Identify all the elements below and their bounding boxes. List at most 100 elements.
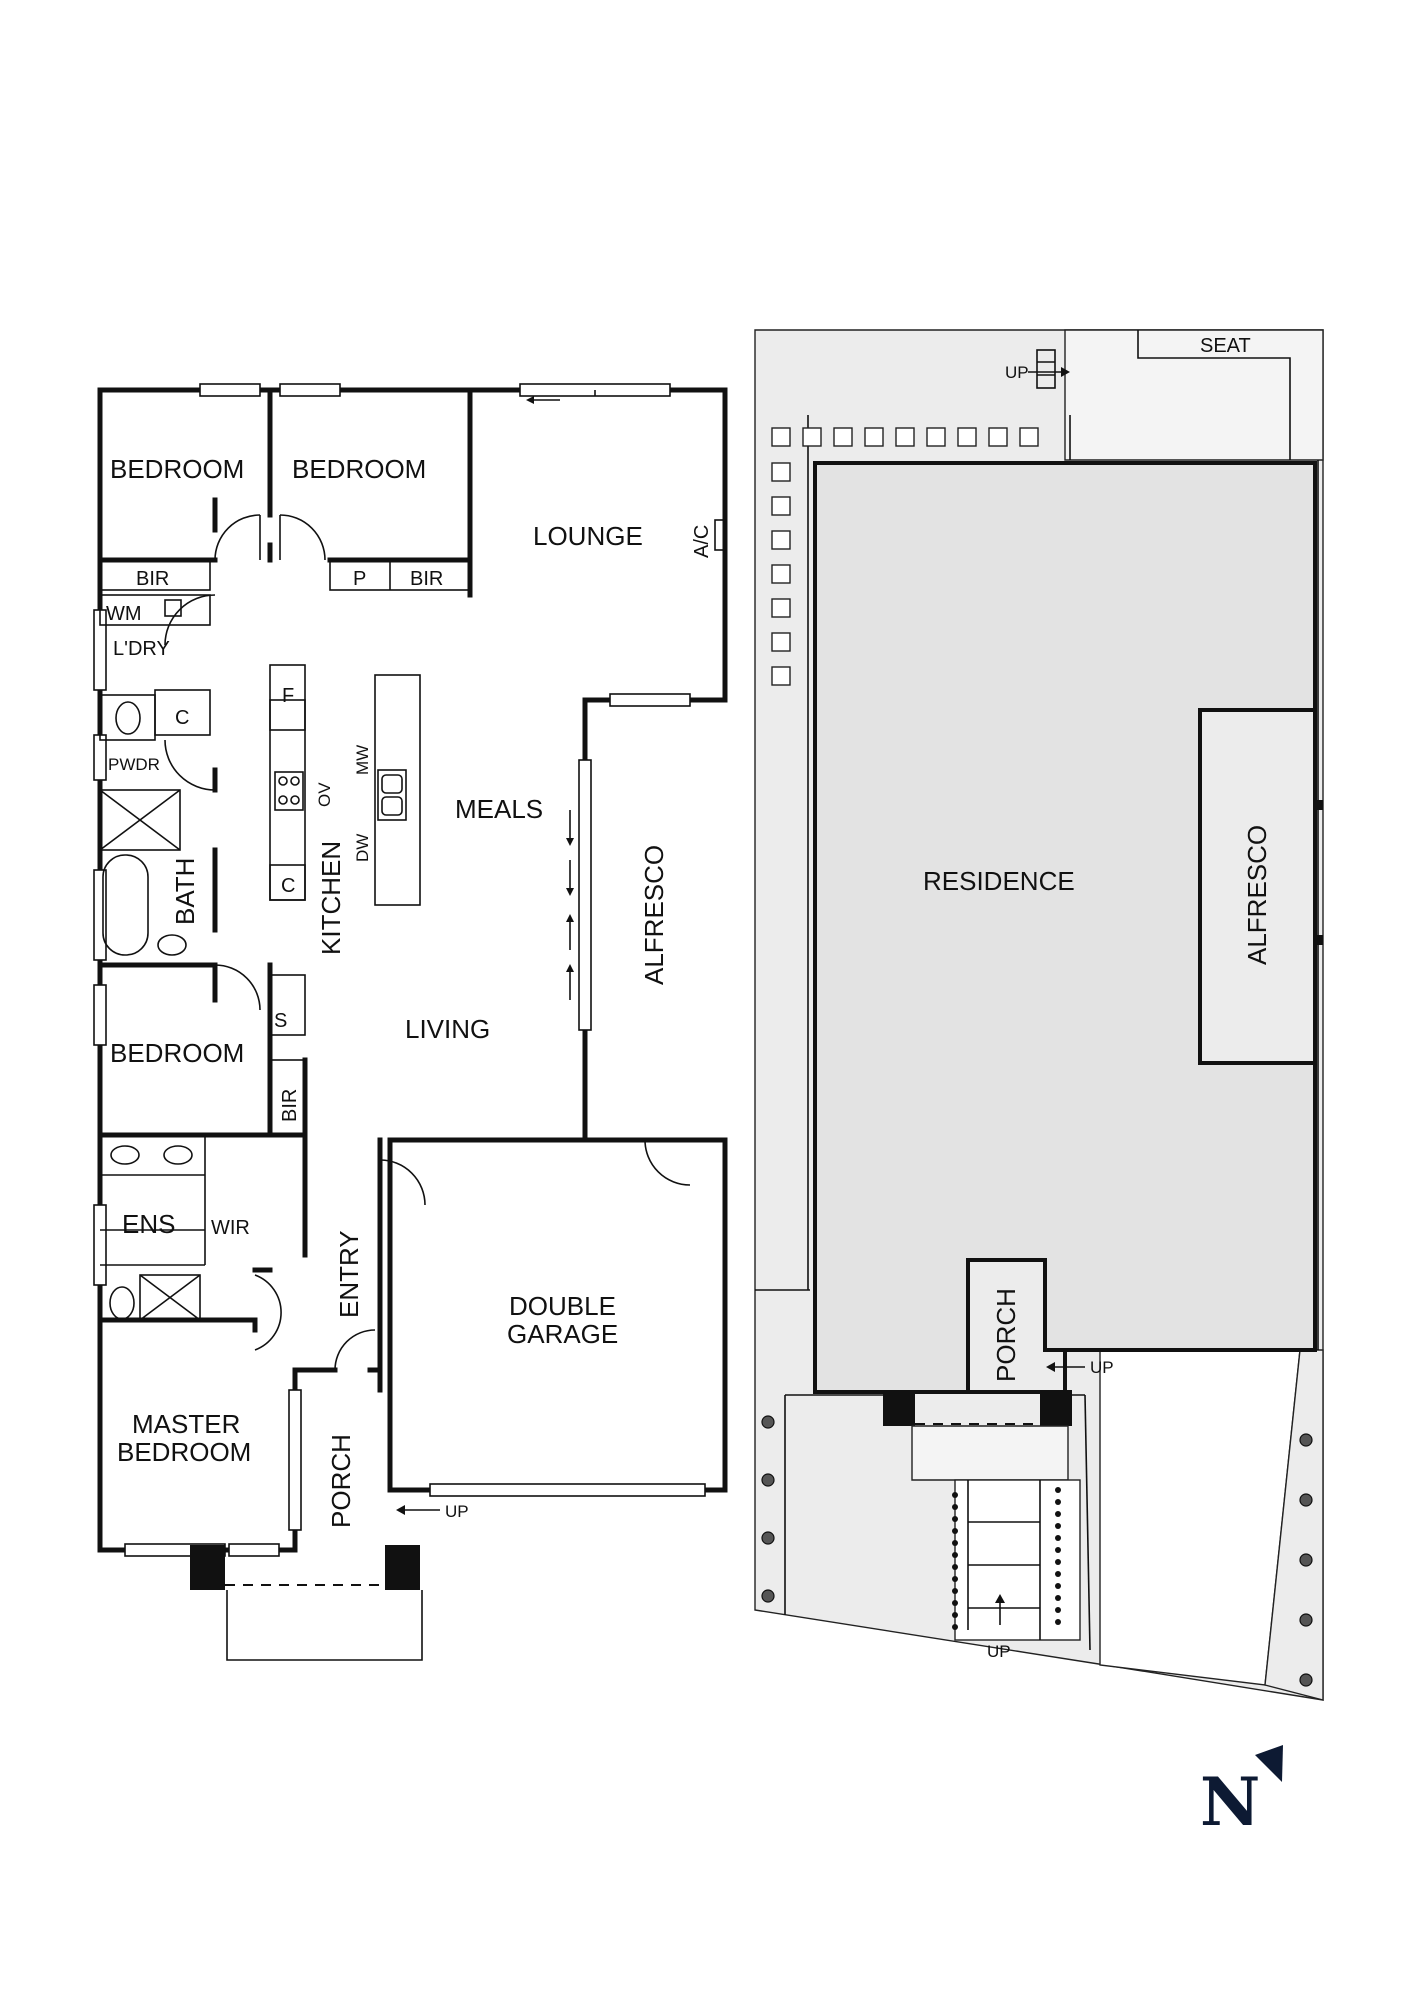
dot bbox=[952, 1516, 958, 1522]
room-label-bedroom-1: BEDROOM bbox=[110, 454, 244, 484]
paver bbox=[771, 496, 791, 516]
bollard bbox=[1299, 1433, 1313, 1447]
label-wir: WIR bbox=[211, 1217, 250, 1239]
paver bbox=[771, 427, 791, 447]
dot bbox=[952, 1588, 958, 1594]
paver bbox=[771, 564, 791, 584]
label-ac: A/C bbox=[691, 525, 713, 558]
label-wm: WM bbox=[106, 603, 142, 625]
dot bbox=[952, 1504, 958, 1510]
label-seat: SEAT bbox=[1200, 335, 1251, 357]
room-label-ensuite: ENS bbox=[122, 1209, 175, 1239]
door-swings bbox=[164, 514, 691, 1371]
room-label-bedroom-3: BEDROOM bbox=[110, 1038, 244, 1068]
room-label-bedroom-2: BEDROOM bbox=[292, 454, 426, 484]
label-up-porch: UP bbox=[1090, 1358, 1114, 1377]
bollard bbox=[1299, 1613, 1313, 1627]
bollard bbox=[761, 1531, 775, 1545]
room-label-kitchen: KITCHEN bbox=[316, 841, 346, 955]
dot bbox=[1055, 1547, 1061, 1553]
label-cupboard-2: C bbox=[281, 875, 295, 897]
dot bbox=[952, 1576, 958, 1582]
label-dishwasher: DW bbox=[353, 834, 372, 862]
label-bir-1: BIR bbox=[136, 568, 169, 590]
dot bbox=[952, 1564, 958, 1570]
dot bbox=[952, 1492, 958, 1498]
paver bbox=[771, 666, 791, 686]
label-up-top: UP bbox=[1005, 363, 1029, 382]
garden-dots bbox=[952, 1487, 1061, 1630]
site-plan bbox=[754, 329, 1324, 1701]
paver bbox=[957, 427, 977, 447]
dot bbox=[1055, 1499, 1061, 1505]
label-oven: OV bbox=[315, 782, 334, 807]
paver bbox=[926, 427, 946, 447]
dot bbox=[1055, 1583, 1061, 1589]
label-up: UP bbox=[445, 1502, 469, 1521]
floor-plan bbox=[93, 383, 728, 1661]
paver bbox=[864, 427, 884, 447]
room-label-living: LIVING bbox=[405, 1014, 490, 1044]
site-plan-labels: SEAT UP RESIDENCE ALFRESCO PORCH UP UP bbox=[923, 335, 1272, 1661]
paver bbox=[1019, 427, 1039, 447]
label-up-steps: UP bbox=[987, 1642, 1011, 1661]
sliding-door-arrows bbox=[566, 810, 574, 1000]
dot bbox=[1055, 1487, 1061, 1493]
paver bbox=[771, 598, 791, 618]
label-cupboard-1: C bbox=[175, 707, 189, 729]
pavers bbox=[771, 427, 1039, 686]
dot bbox=[1055, 1523, 1061, 1529]
dot bbox=[1055, 1619, 1061, 1625]
dot bbox=[1055, 1595, 1061, 1601]
dot bbox=[1055, 1571, 1061, 1577]
paver bbox=[802, 427, 822, 447]
room-label-meals: MEALS bbox=[455, 794, 543, 824]
bollard bbox=[761, 1415, 775, 1429]
room-label-master-1: MASTER bbox=[132, 1409, 240, 1439]
room-label-garage-1: DOUBLE bbox=[509, 1291, 616, 1321]
room-label-alfresco: ALFRESCO bbox=[639, 845, 669, 985]
north-letter: N bbox=[1200, 1763, 1260, 1841]
paver bbox=[895, 427, 915, 447]
dot bbox=[1055, 1535, 1061, 1541]
paver bbox=[833, 427, 853, 447]
bollard bbox=[1299, 1493, 1313, 1507]
paver bbox=[771, 530, 791, 550]
dot bbox=[952, 1528, 958, 1534]
dot bbox=[952, 1612, 958, 1618]
label-pantry: P bbox=[353, 568, 366, 590]
room-label-garage-2: GARAGE bbox=[507, 1319, 618, 1349]
label-bir-3: BIR bbox=[279, 1089, 301, 1122]
label-powder: PWDR bbox=[108, 755, 160, 774]
label-porch-site: PORCH bbox=[991, 1288, 1021, 1382]
dot bbox=[1055, 1511, 1061, 1517]
dot bbox=[952, 1540, 958, 1546]
room-label-entry: ENTRY bbox=[334, 1230, 364, 1318]
floor-plan-labels: BEDROOM BEDROOM LOUNGE A/C BIR P BIR WM … bbox=[106, 454, 713, 1528]
room-label-bath: BATH bbox=[170, 858, 200, 925]
label-storage: S bbox=[274, 1010, 287, 1032]
bollard bbox=[1299, 1673, 1313, 1687]
dot bbox=[952, 1624, 958, 1630]
label-bir-2: BIR bbox=[410, 568, 443, 590]
dot bbox=[1055, 1559, 1061, 1565]
north-arrow-icon bbox=[1255, 1745, 1283, 1782]
bollard bbox=[1299, 1553, 1313, 1567]
dot bbox=[952, 1600, 958, 1606]
paver bbox=[771, 462, 791, 482]
dot bbox=[1055, 1607, 1061, 1613]
room-label-porch: PORCH bbox=[326, 1434, 356, 1528]
paver bbox=[988, 427, 1008, 447]
bollards bbox=[761, 1415, 1313, 1687]
label-laundry: L'DRY bbox=[113, 638, 170, 660]
north-compass: N bbox=[1200, 1745, 1283, 1841]
bollard bbox=[761, 1589, 775, 1603]
label-alfresco-site: ALFRESCO bbox=[1242, 825, 1272, 965]
paver bbox=[771, 632, 791, 652]
room-label-lounge: LOUNGE bbox=[533, 521, 643, 551]
label-microwave: MW bbox=[353, 745, 372, 775]
label-fridge: F bbox=[282, 685, 294, 707]
label-residence: RESIDENCE bbox=[923, 866, 1075, 896]
room-label-master-2: BEDROOM bbox=[117, 1437, 251, 1467]
